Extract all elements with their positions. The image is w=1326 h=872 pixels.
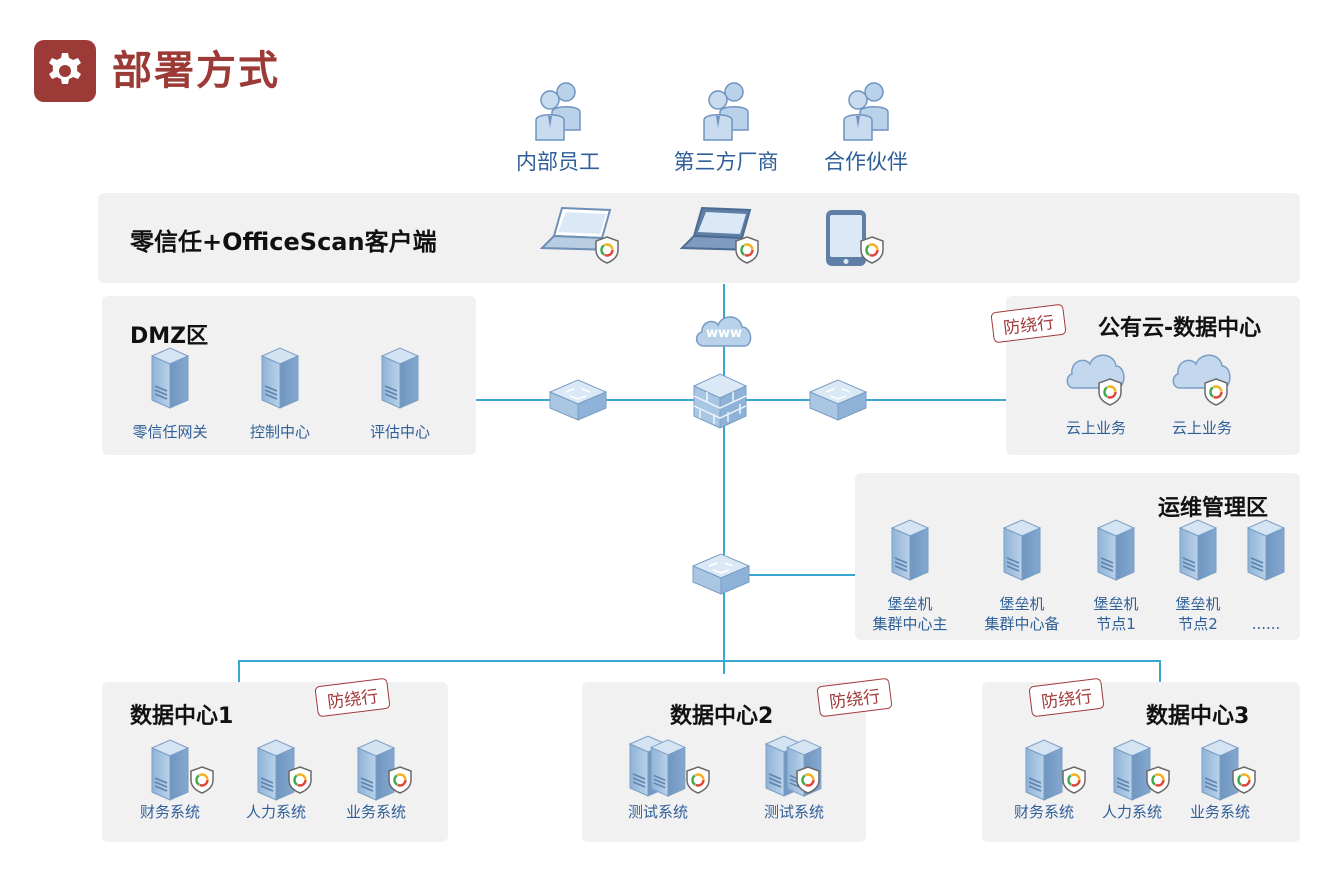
item-label: 业务系统 [1189,803,1250,821]
item-label-line2: 节点1 [1096,615,1136,633]
item-label: 零信任网关 [132,423,208,441]
user-group-label: 内部员工 [516,150,600,174]
shield-icon [1146,766,1170,794]
client-band-title: 零信任+OfficeScan客户端 [130,228,437,256]
item-label: 人力系统 [245,803,306,821]
user-group-label: 第三方厂商 [673,150,779,174]
server-icon [1098,520,1134,580]
ops-item: 堡垒机 节点2 [1158,518,1238,634]
datacenter-title: 数据中心2 [670,704,774,729]
user-group-vendor: 第三方厂商 [666,78,786,176]
item-label: 评估中心 [369,423,430,441]
item-label: 测试系统 [763,803,824,821]
dmz-title: DMZ区 [130,324,209,349]
connector-line [723,284,725,674]
server-icon [1248,520,1284,580]
dc-item: 业务系统 [326,738,426,822]
switch-icon [806,376,870,424]
item-label: 人力系统 [1101,803,1162,821]
dmz-item: 零信任网关 [110,346,230,442]
users-icon [536,83,580,140]
server-icon [152,348,188,408]
item-label: 云上业务 [1065,419,1126,437]
header-gear-icon [34,40,96,102]
connector-line [238,660,240,682]
shield-icon [388,766,412,794]
connector-line [725,574,855,576]
cloud-item: 云上业务 [1044,348,1148,438]
item-label: 财务系统 [139,803,200,821]
server-icon [892,520,928,580]
item-label-line2: ...... [1251,615,1281,633]
shield-icon [686,766,710,794]
dc-item: 财务系统 [994,738,1094,822]
users-icon [844,83,888,140]
dmz-item: 控制中心 [220,346,340,442]
shield-icon [1098,378,1122,406]
item-label-line1: 堡垒机 [1093,595,1139,613]
switch-icon [546,376,610,424]
ops-zone [855,473,1300,640]
ops-item: 堡垒机 集群中心备 [972,518,1072,634]
users-icon [704,83,748,140]
item-label-line2: 集群中心主 [872,615,948,633]
user-group-internal: 内部员工 [498,78,618,176]
item-label: 财务系统 [1013,803,1074,821]
server-icon [1026,740,1062,800]
ops-zone-title: 运维管理区 [1158,496,1269,521]
item-label: 云上业务 [1171,419,1232,437]
shield-icon [288,766,312,794]
server-icon [1180,520,1216,580]
connector-line [1159,660,1161,682]
item-label: 业务系统 [345,803,406,821]
ops-item: 堡垒机 节点1 [1076,518,1156,634]
user-group-label: 合作伙伴 [824,150,908,174]
shield-icon [1232,766,1256,794]
server-icon [1004,520,1040,580]
datacenter-title: 数据中心1 [130,704,234,729]
page-title: 部署方式 [112,48,280,94]
internet-cloud-icon: www [692,310,756,350]
cloud-item: 云上业务 [1150,348,1254,438]
shield-icon [860,236,884,264]
server-icon [152,740,188,800]
item-label-line1: 堡垒机 [887,595,933,613]
item-label-line1: 堡垒机 [1175,595,1221,613]
dc-item: 财务系统 [120,738,220,822]
connector-line [238,660,1161,662]
ops-item: ...... [1238,518,1294,634]
datacenter-title: 数据中心3 [1146,704,1250,729]
shield-icon [796,766,820,794]
server-icon [262,348,298,408]
server-icon [1114,740,1150,800]
dmz-item: 评估中心 [340,346,460,442]
cloud-label: www [705,326,743,341]
ops-item: 堡垒机 集群中心主 [860,518,960,634]
dc-item: 业务系统 [1170,738,1270,822]
shield-icon [1204,378,1228,406]
dc-item: 测试系统 [608,734,708,822]
shield-icon [190,766,214,794]
shield-icon [595,236,619,264]
item-label-line2: 集群中心备 [984,615,1060,633]
dc-item: 人力系统 [1082,738,1182,822]
switch-icon [689,550,753,598]
item-label-line2: 节点2 [1178,615,1218,633]
item-label-line1: 堡垒机 [999,595,1045,613]
public-cloud-title: 公有云-数据中心 [1098,316,1262,341]
firewall-icon [688,368,752,432]
item-label-line1 [1238,594,1294,614]
shield-icon [735,236,759,264]
item-label: 控制中心 [249,423,310,441]
server-icon [382,348,418,408]
dc-item: 人力系统 [226,738,326,822]
user-group-partner: 合作伙伴 [806,78,926,176]
dc-item: 测试系统 [744,734,844,822]
item-label: 测试系统 [627,803,688,821]
